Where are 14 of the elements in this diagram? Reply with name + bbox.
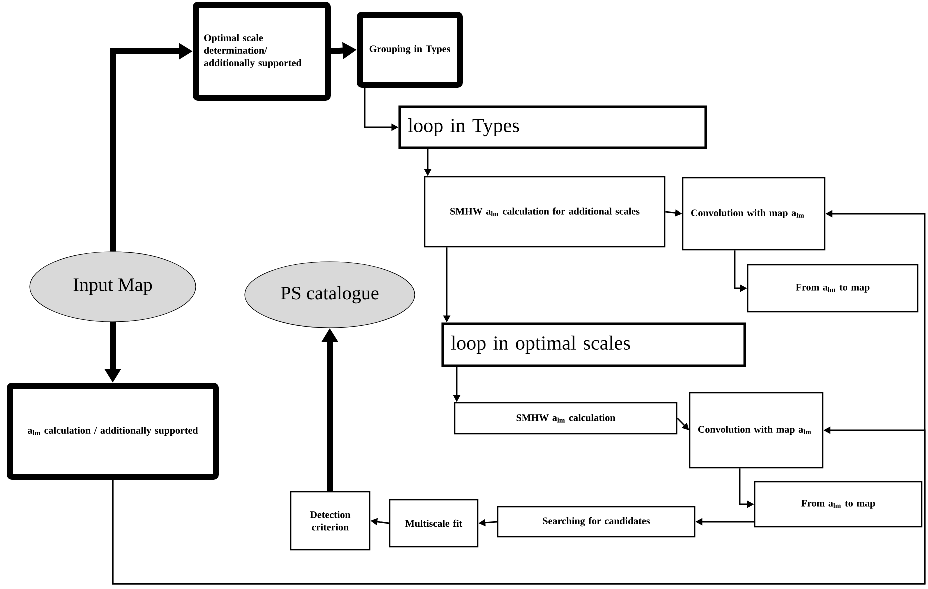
process-box: Optimal scale determination/ additionally supported [193,2,331,101]
process-box: From a$_{lm}$ to map [747,264,919,313]
process-box: Searching for candidates [497,506,696,538]
process-box: Convolution with map a$_{lm}$ [682,177,826,251]
process-box: a$_{lm}$ calculation / additionally supported [7,383,219,480]
process-box: From a$_{lm}$ to map [754,481,923,528]
process-box: Convolution with map a$_{lm}$ [689,392,824,469]
process-box: SMHW a$_{lm}$ calculation [454,402,678,435]
process-box: SMHW a$_{lm}$ calculation for additional scales [424,176,666,248]
loop-box: loop in Types [398,106,708,150]
process-box: Grouping in Types [357,12,463,88]
process-box: Multiscale fit [389,499,479,548]
process-box: Detection criterion [290,491,371,551]
loop-box: loop in optimal scales [442,322,746,368]
